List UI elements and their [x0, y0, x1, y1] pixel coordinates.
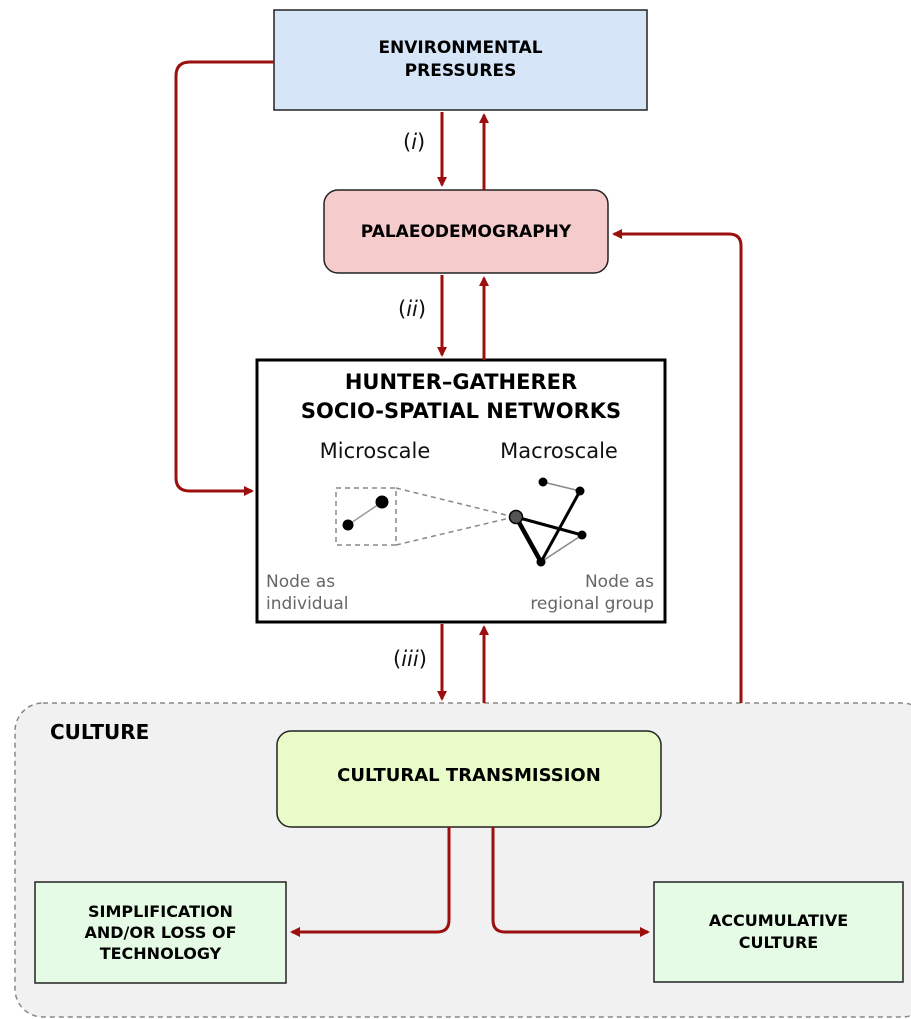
macroscale-label: Macroscale — [500, 439, 618, 463]
macro-node — [577, 530, 587, 540]
simplification-box — [34, 881, 287, 984]
arrow-to-simplification — [290, 827, 451, 937]
environmental-pressures-box — [273, 9, 648, 111]
palaeodemography-box — [323, 189, 609, 274]
link-label-iii: (iii) — [393, 647, 427, 671]
arrow-to-accumulative — [491, 827, 650, 937]
cultural-transmission-label: CULTURAL TRANSMISSION — [337, 764, 601, 786]
macro-node — [536, 557, 546, 567]
microscale-label: Microscale — [319, 439, 431, 463]
networks-title: HUNTER–GATHERER SOCIO-SPATIAL NETWORKS — [300, 370, 622, 423]
accumulative-box — [653, 881, 904, 983]
link-label-i: (i) — [403, 130, 426, 154]
link-label-ii: (ii) — [398, 297, 427, 321]
accumulative-label: ACCUMULATIVE CULTURE — [708, 911, 849, 952]
macro-node — [538, 477, 548, 487]
macroscale-network — [508, 477, 587, 567]
micro-node — [342, 519, 354, 531]
macro-node — [575, 486, 585, 496]
simplification-label: SIMPLIFICATION AND/OR LOSS OF TECHNOLOGY — [84, 902, 237, 963]
macro-node-highlight — [508, 509, 524, 525]
culture-label: CULTURE — [50, 720, 150, 744]
microscale-network — [335, 487, 515, 546]
palaeodemography-label: PALAEODEMOGRAPHY — [360, 221, 572, 242]
arrow-env-to-networks — [174, 60, 274, 496]
arrow-culture-to-palaeo — [612, 229, 743, 703]
networks-box — [255, 358, 667, 624]
cultural-transmission-box — [276, 730, 662, 828]
node-individual-label: Node as individual — [266, 572, 349, 614]
node-regional-label: Node as regional group — [530, 572, 654, 614]
environmental-pressures-label: ENVIRONMENTAL PRESSURES — [378, 38, 543, 81]
micro-node — [375, 495, 389, 509]
